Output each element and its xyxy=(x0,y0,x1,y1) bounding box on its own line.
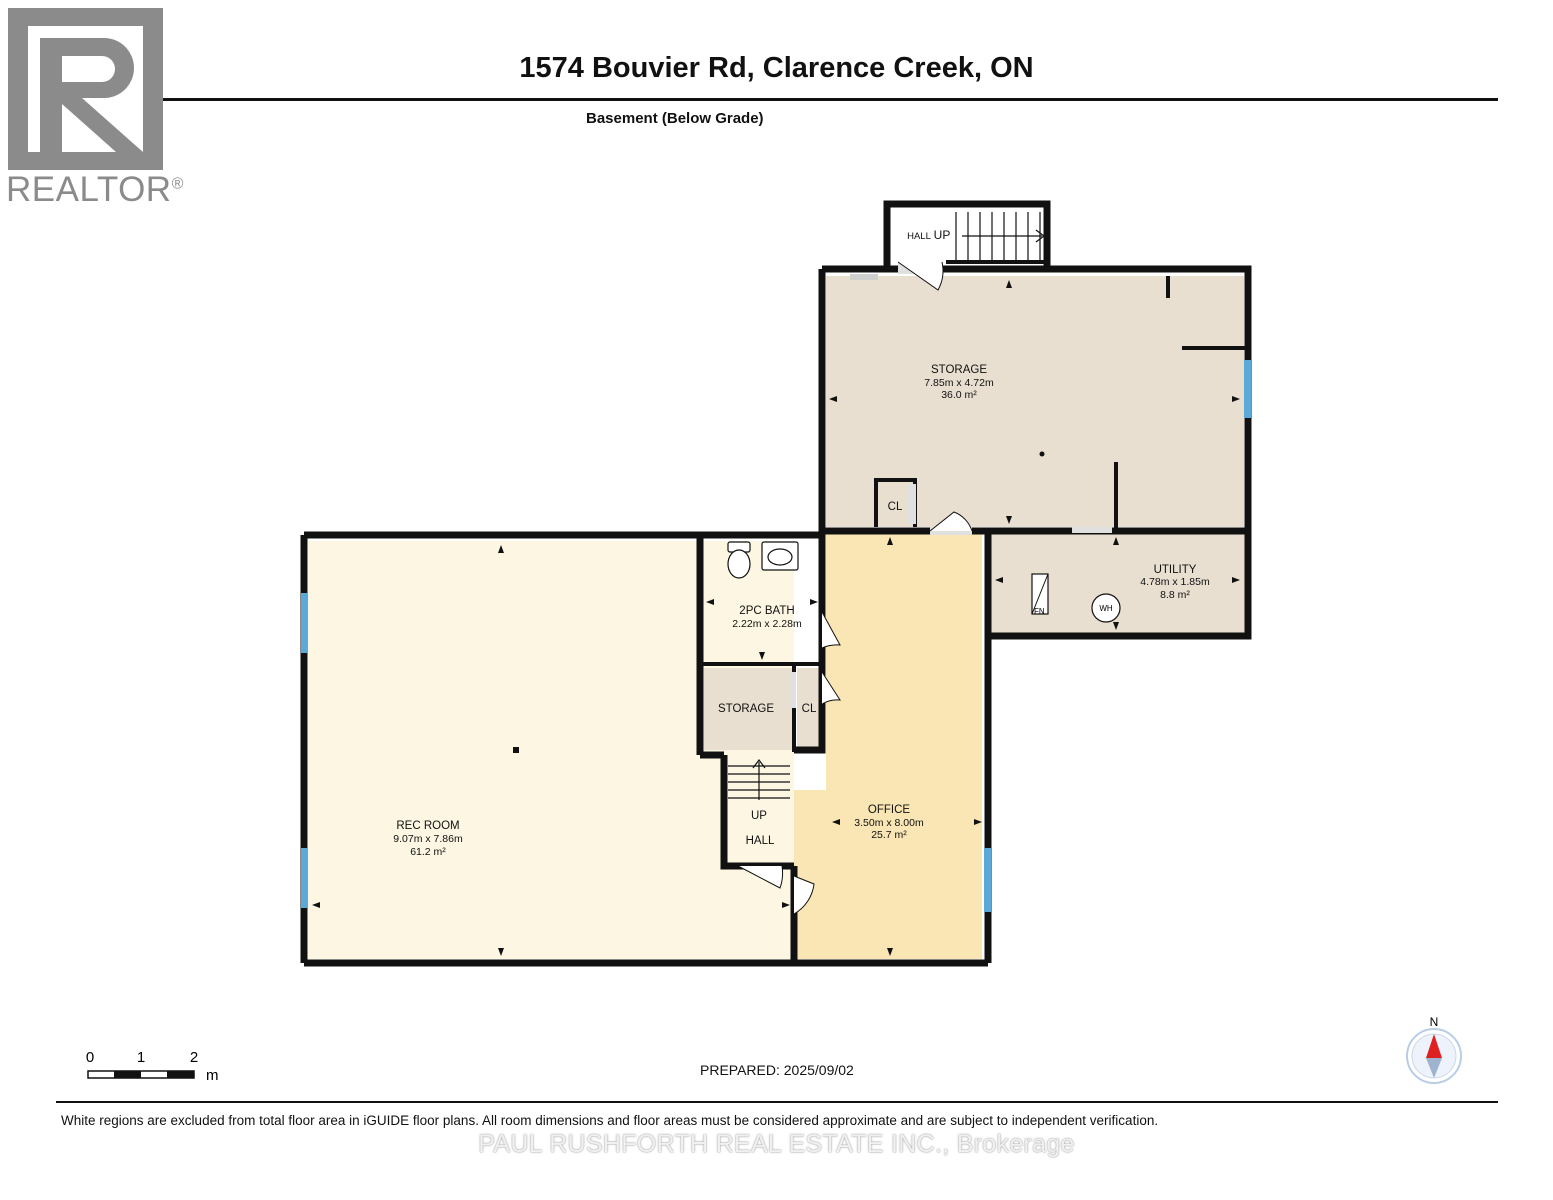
svg-text:2: 2 xyxy=(190,1049,198,1066)
windows xyxy=(301,360,1251,912)
stairs-lower xyxy=(728,759,790,800)
compass-icon: N xyxy=(1406,1015,1462,1084)
office-area: 25.7 m² xyxy=(871,829,907,841)
closet-lower-name: CL xyxy=(802,703,817,715)
rec-room-area: 61.2 m² xyxy=(410,846,446,858)
disclaimer-text: White regions are excluded from total fl… xyxy=(61,1113,1159,1128)
toilet-icon xyxy=(727,541,751,579)
utility-dims: 4.78m x 1.85m xyxy=(1140,576,1210,588)
compass-north-label: N xyxy=(1430,1015,1439,1029)
bath-dims: 2.22m x 2.28m xyxy=(732,618,802,630)
rec-room-dims: 9.07m x 7.86m xyxy=(393,833,463,845)
dimension-arrows xyxy=(312,280,1240,956)
storage-main-dims: 7.85m x 4.72m xyxy=(924,377,994,389)
hall-top-name: HALL xyxy=(907,231,931,242)
post-marker-icon xyxy=(1039,451,1045,457)
closet-upper-name: CL xyxy=(888,501,903,513)
furnace-icon: FN xyxy=(1031,573,1049,616)
svg-text:WH: WH xyxy=(1099,604,1113,613)
walls xyxy=(300,200,1252,967)
scale-bar: 0 1 2 m xyxy=(86,1049,219,1084)
svg-text:0: 0 xyxy=(86,1049,94,1066)
footer-rule xyxy=(56,1101,1498,1103)
office-alcove-fill xyxy=(794,790,826,959)
utility-area: 8.8 m² xyxy=(1160,589,1190,601)
post-marker-icon xyxy=(513,747,519,753)
storage-small-fill xyxy=(704,668,792,750)
hall-top-stair: UP xyxy=(934,228,951,242)
hall-lower-stair: UP xyxy=(751,810,767,822)
svg-text:1: 1 xyxy=(137,1049,145,1066)
office-dims: 3.50m x 8.00m xyxy=(854,817,924,829)
realtor-wordmark: REALTOR® xyxy=(6,170,184,209)
hall-lower-name: HALL xyxy=(746,835,775,847)
office-fill xyxy=(826,533,982,959)
sink-icon xyxy=(761,541,799,571)
water-heater-icon: WH xyxy=(1091,593,1121,623)
storage-main-name: STORAGE xyxy=(931,364,987,376)
utility-name: UTILITY xyxy=(1154,564,1197,576)
svg-text:m: m xyxy=(206,1067,219,1084)
office-name: OFFICE xyxy=(868,804,910,816)
floor-level-label: Basement (Below Grade) xyxy=(586,110,764,127)
brokerage-watermark: PAUL RUSHFORTH REAL ESTATE INC., Brokera… xyxy=(478,1130,1075,1158)
storage-small-name: STORAGE xyxy=(718,703,774,715)
vent-icon xyxy=(850,274,878,280)
header-rule xyxy=(56,98,1498,101)
page-title: 1574 Bouvier Rd, Clarence Creek, ON xyxy=(519,52,1034,84)
bath-name: 2PC BATH xyxy=(739,605,794,617)
realtor-logo-icon xyxy=(8,8,163,170)
rec-room-name: REC ROOM xyxy=(396,820,459,832)
doors xyxy=(737,261,1112,915)
svg-text:FN: FN xyxy=(1034,607,1045,616)
stairs-top xyxy=(955,212,1045,262)
prepared-date: PREPARED: 2025/09/02 xyxy=(700,1062,854,1078)
closet-upper-fill xyxy=(879,482,913,527)
storage-main-area: 36.0 m² xyxy=(941,389,977,401)
hall-lower-fill xyxy=(728,758,794,866)
